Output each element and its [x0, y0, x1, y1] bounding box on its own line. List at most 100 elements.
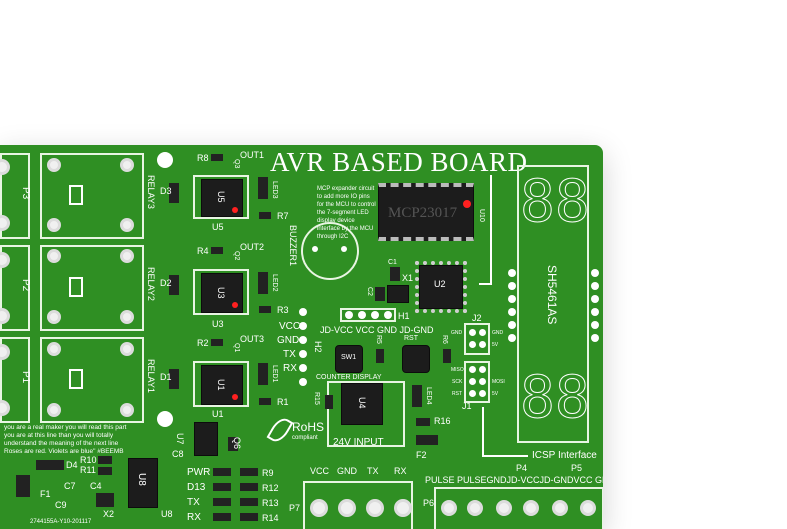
- silk-line: [479, 283, 492, 285]
- relay-pin: [47, 310, 61, 324]
- capacitor: [390, 267, 400, 281]
- relay-pin: [120, 158, 134, 172]
- led: [412, 385, 422, 407]
- crystal: [387, 285, 409, 303]
- jd-row-label: JD-VCC VCC GND JD-GND: [320, 325, 434, 335]
- mounting-hole: [157, 152, 173, 168]
- capacitor: [375, 287, 385, 301]
- mounting-hole: [157, 411, 173, 427]
- p7-pin-label: TX: [367, 466, 379, 476]
- relay-label: RELAY2: [146, 267, 156, 301]
- display-pin: [508, 282, 516, 290]
- h1-header: [340, 308, 396, 322]
- fuse: [16, 475, 30, 497]
- j1-header: [464, 361, 490, 403]
- header-pin: [299, 350, 307, 358]
- icsp-pin-label: 5V: [492, 342, 499, 348]
- header-pin-label: GND: [277, 335, 300, 346]
- usb-chip: [128, 458, 158, 508]
- terminal-pin: [394, 499, 412, 517]
- j1-label: J1: [462, 401, 472, 411]
- status-led-label: PWR: [187, 467, 211, 478]
- terminal-pin: [310, 499, 328, 517]
- switch-label: RST: [404, 335, 418, 342]
- mcp-chip-label: MCP23017: [388, 205, 458, 221]
- header-pin: [345, 311, 353, 319]
- relay-port-label: P3: [20, 187, 31, 200]
- status-led-label: RX: [187, 512, 201, 523]
- cap-label: C4: [90, 481, 102, 491]
- buzzer-pin: [341, 246, 347, 252]
- led-label: LED1: [271, 365, 278, 383]
- terminal-pin: [0, 308, 10, 324]
- led: [258, 177, 268, 199]
- cap-label: C7: [64, 481, 76, 491]
- driver-ref: U3: [212, 319, 224, 329]
- p6-terminal: [434, 487, 603, 529]
- resistor-label: R16: [434, 416, 451, 426]
- buzzer-label: BUZZER1: [288, 225, 298, 267]
- seven-seg-display: [517, 165, 589, 443]
- led-label: LED4: [425, 387, 432, 405]
- pin1-marker: [463, 200, 471, 208]
- diode-label: D3: [160, 186, 172, 196]
- diode: [169, 275, 179, 295]
- usb-chip-ref: U8: [161, 509, 173, 519]
- reg-label: U7: [175, 433, 185, 445]
- header-pin-label: VCC: [279, 321, 301, 332]
- input-label: 24V INPUT: [333, 437, 384, 448]
- cap-label: C9: [55, 500, 67, 510]
- resistor: [211, 154, 223, 161]
- resistor: [240, 483, 258, 491]
- terminal-pin: [0, 159, 10, 175]
- story-line: understand the meaning of the next line: [4, 440, 119, 447]
- regulator-label: U4: [357, 397, 367, 409]
- header-pin-label: RX: [283, 363, 297, 374]
- terminal-pin: [0, 252, 10, 268]
- seg-digit: 88: [520, 167, 591, 235]
- diode-label: D4: [66, 460, 78, 470]
- display-pin: [508, 269, 516, 277]
- mcp-chip: [378, 183, 474, 241]
- driver-outline: [193, 269, 249, 315]
- transistor: [228, 437, 238, 451]
- reset-switch[interactable]: [335, 345, 363, 373]
- crystal-label: X2: [103, 509, 115, 519]
- p4-label: P4: [516, 463, 528, 473]
- header-pin: [299, 336, 307, 344]
- relay-coil: [69, 277, 83, 297]
- driver-label: U1: [216, 379, 226, 391]
- cap-label: C8: [172, 449, 184, 459]
- pin1-marker: [232, 302, 238, 308]
- led-label: LED2: [271, 274, 278, 292]
- icsp-pin-label: SCK: [452, 379, 463, 385]
- status-led-label: D13: [187, 482, 206, 493]
- icsp-pin-label: GND: [492, 330, 504, 336]
- relay-pin: [120, 218, 134, 232]
- relay-pin: [120, 342, 134, 356]
- header-pin: [371, 311, 379, 319]
- terminal-pin: [366, 499, 384, 517]
- resistor: [240, 498, 258, 506]
- display-pin: [591, 334, 599, 342]
- pin1-marker: [232, 394, 238, 400]
- crystal: [96, 493, 114, 507]
- icsp-pin-label: RST: [452, 391, 462, 397]
- reset-switch[interactable]: [402, 345, 430, 373]
- crystal-label: X1: [402, 273, 414, 283]
- terminal-pin: [552, 500, 568, 516]
- counter-label: COUNTER DISPLAY: [316, 374, 382, 381]
- resistor: [259, 306, 271, 313]
- j2-label: J2: [472, 313, 482, 323]
- diode: [169, 183, 179, 203]
- pcb-board: AVR BASED BOARD P3 P2 P1 RELAY3 RELAY2 R…: [0, 145, 603, 529]
- relay-block: [40, 245, 144, 331]
- resistor: [325, 395, 333, 409]
- led-label: LED3: [271, 181, 278, 199]
- icsp-pin: [469, 390, 476, 397]
- driver-outline: [193, 175, 249, 219]
- pin1-marker: [232, 207, 238, 213]
- icsp-pin: [479, 329, 486, 336]
- display-pin: [591, 269, 599, 277]
- rohs-leaf-icon: [266, 414, 294, 446]
